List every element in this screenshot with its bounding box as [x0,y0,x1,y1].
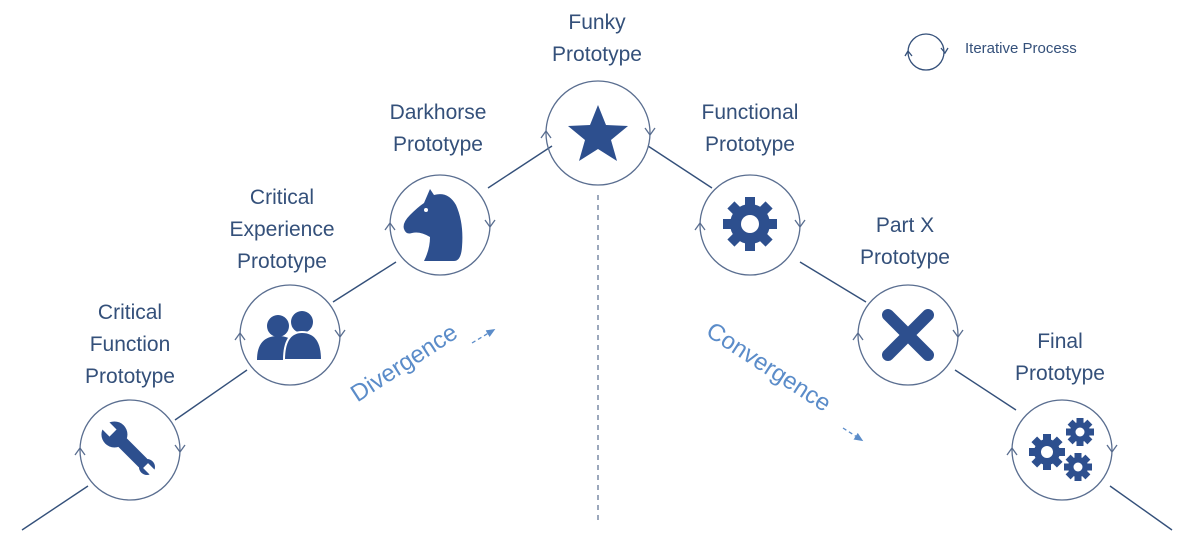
star-icon [568,105,628,161]
connector-line [21,485,89,531]
connector-line [799,261,867,303]
gear-icon [723,197,777,251]
connector-line [487,145,553,189]
users-icon [257,311,324,361]
cycle-circle-part-x [852,284,964,386]
connector-line [1109,485,1173,531]
icons [98,105,1094,481]
horse-icon [403,189,463,261]
wrench-icon [98,418,157,477]
cycle-circle-darkhorse [384,174,496,276]
convergence-arrow [842,427,864,442]
connector-line [647,145,713,189]
divergence-arrow [471,328,496,344]
legend-label: Iterative Process [965,40,1077,57]
x-icon [882,309,934,361]
gears-icon [1029,418,1094,481]
cycle-circles [74,80,1118,501]
cycle-circle-critical-experience [234,284,346,386]
cycle-circle-functional [694,174,806,276]
cycle-circle-final [1006,399,1118,501]
cycle-circle-funky [540,80,656,186]
connector-line [954,369,1017,411]
cycle-icon [904,33,949,71]
connector-lines [21,145,1173,531]
connector-line [332,261,397,303]
connector-line [174,369,248,421]
cycle-circle-critical-function [74,399,186,501]
